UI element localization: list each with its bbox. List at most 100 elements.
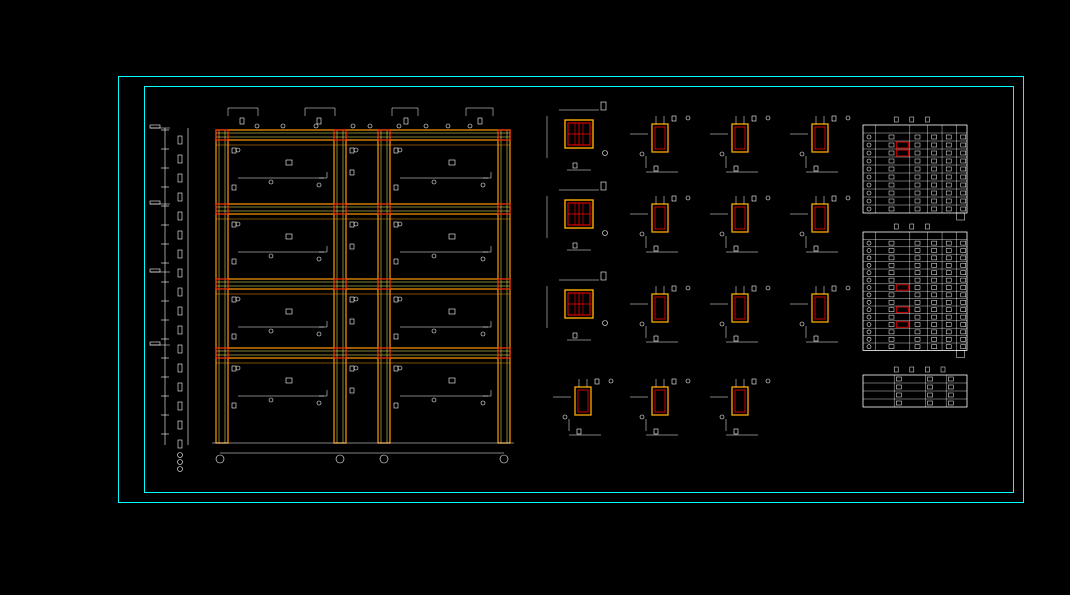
top-label-circle	[445, 123, 451, 129]
joint-box	[497, 347, 511, 359]
beam-label-mark	[448, 377, 456, 384]
section-bubble	[765, 195, 771, 201]
table-cell-mark	[914, 263, 921, 268]
dimension-text-mark	[177, 382, 183, 392]
table-cell-mark	[927, 384, 933, 390]
table-cell-mark	[960, 190, 967, 196]
dimension-text-mark	[177, 249, 183, 259]
table-cell-mark	[888, 198, 895, 204]
table-cell-mark	[931, 300, 937, 305]
table-cell-mark	[945, 255, 952, 261]
axis-bubble	[379, 454, 389, 464]
section-note-mark	[751, 378, 757, 385]
joint-box	[215, 129, 229, 141]
column-rebar-tie	[814, 126, 826, 150]
table-cell-mark	[914, 337, 921, 342]
dimension-text-mark	[177, 135, 183, 145]
table-cell-mark	[960, 150, 967, 156]
section-note-mark	[831, 195, 837, 202]
table-cell-mark	[960, 314, 967, 320]
table-title-mark	[940, 366, 946, 373]
table-cell-mark	[945, 158, 952, 164]
table-cell-mark	[896, 392, 902, 398]
section-note-mark	[671, 115, 677, 122]
table-cell-mark	[914, 158, 921, 164]
table-cell-mark	[945, 206, 952, 212]
table-cell-mark	[927, 376, 933, 382]
table-cell-mark	[888, 344, 895, 349]
column-rebar-tie	[654, 296, 666, 320]
table-cell-mark	[960, 322, 967, 327]
beam-label-mark	[393, 296, 399, 303]
leader-hook	[319, 390, 328, 397]
table-cell-mark	[927, 392, 933, 398]
leader-hook	[483, 321, 492, 328]
table-cell-mark	[888, 270, 895, 275]
table-cell-mark	[914, 292, 921, 298]
table-cell-mark	[945, 134, 952, 140]
table-index-bubble	[866, 142, 872, 148]
section-bubble	[799, 321, 805, 327]
column-section	[651, 123, 669, 153]
beam-label-circle	[353, 147, 359, 153]
section-note-mark	[594, 378, 600, 385]
section-note-mark	[831, 285, 837, 292]
beam-label-circle	[268, 328, 274, 334]
beam-label-mark	[285, 233, 293, 240]
table-index-bubble	[866, 255, 872, 261]
column-rebar-tie	[734, 126, 746, 150]
joint-box	[497, 129, 511, 141]
beam-label-mark	[231, 258, 237, 265]
section-note-mark	[751, 115, 757, 122]
beam-label-mark	[393, 221, 399, 228]
dimension-text-mark	[177, 154, 183, 164]
column-rebar-tie	[577, 389, 589, 413]
beam-label-circle	[480, 400, 486, 406]
beam-label-circle	[235, 221, 241, 227]
beam-label-circle	[397, 296, 403, 302]
table-cell-mark	[931, 263, 937, 268]
table-cell-mark	[960, 158, 967, 164]
table-cell-mark	[888, 150, 895, 156]
section-bubble	[685, 378, 691, 384]
table-index-bubble	[866, 292, 872, 298]
table-cell-mark	[945, 142, 952, 148]
section-note-mark	[600, 101, 607, 111]
top-label-mark	[316, 117, 322, 125]
table-cell-mark	[945, 190, 952, 196]
table-index-bubble	[866, 150, 872, 156]
table-cell-mark	[945, 263, 952, 268]
table-cell-mark	[888, 142, 895, 148]
table-cell-mark	[945, 292, 952, 298]
column-outline	[215, 129, 229, 444]
table-highlight	[895, 149, 909, 157]
table-cell-mark	[960, 292, 967, 298]
section-bubble	[602, 150, 608, 156]
square-column-section	[564, 199, 594, 229]
section-title-mark	[813, 335, 819, 342]
beam-outline	[215, 278, 511, 290]
beam-label-circle	[353, 365, 359, 371]
table-highlight	[895, 321, 909, 328]
section-note-mark	[671, 285, 677, 292]
table-cell-mark	[931, 206, 937, 212]
table-cell-mark	[960, 240, 967, 246]
beam-label-mark	[231, 365, 237, 372]
table-index-bubble	[866, 158, 872, 164]
beam-label-mark	[349, 147, 355, 154]
dimension-text-mark	[177, 306, 183, 316]
table-cell-mark	[931, 190, 937, 196]
table-cell-mark	[960, 198, 967, 204]
table-cell-mark	[888, 292, 895, 298]
table-index-bubble	[866, 277, 872, 283]
dimension-text-mark	[177, 211, 183, 221]
column-section	[651, 386, 669, 416]
table-cell-mark	[948, 400, 954, 406]
section-bubble	[602, 320, 608, 326]
table-cell-mark	[945, 307, 952, 312]
joint-box	[377, 278, 391, 290]
table-cell-mark	[888, 337, 895, 342]
table-index-bubble	[866, 307, 872, 313]
beam-label-mark	[448, 159, 456, 166]
